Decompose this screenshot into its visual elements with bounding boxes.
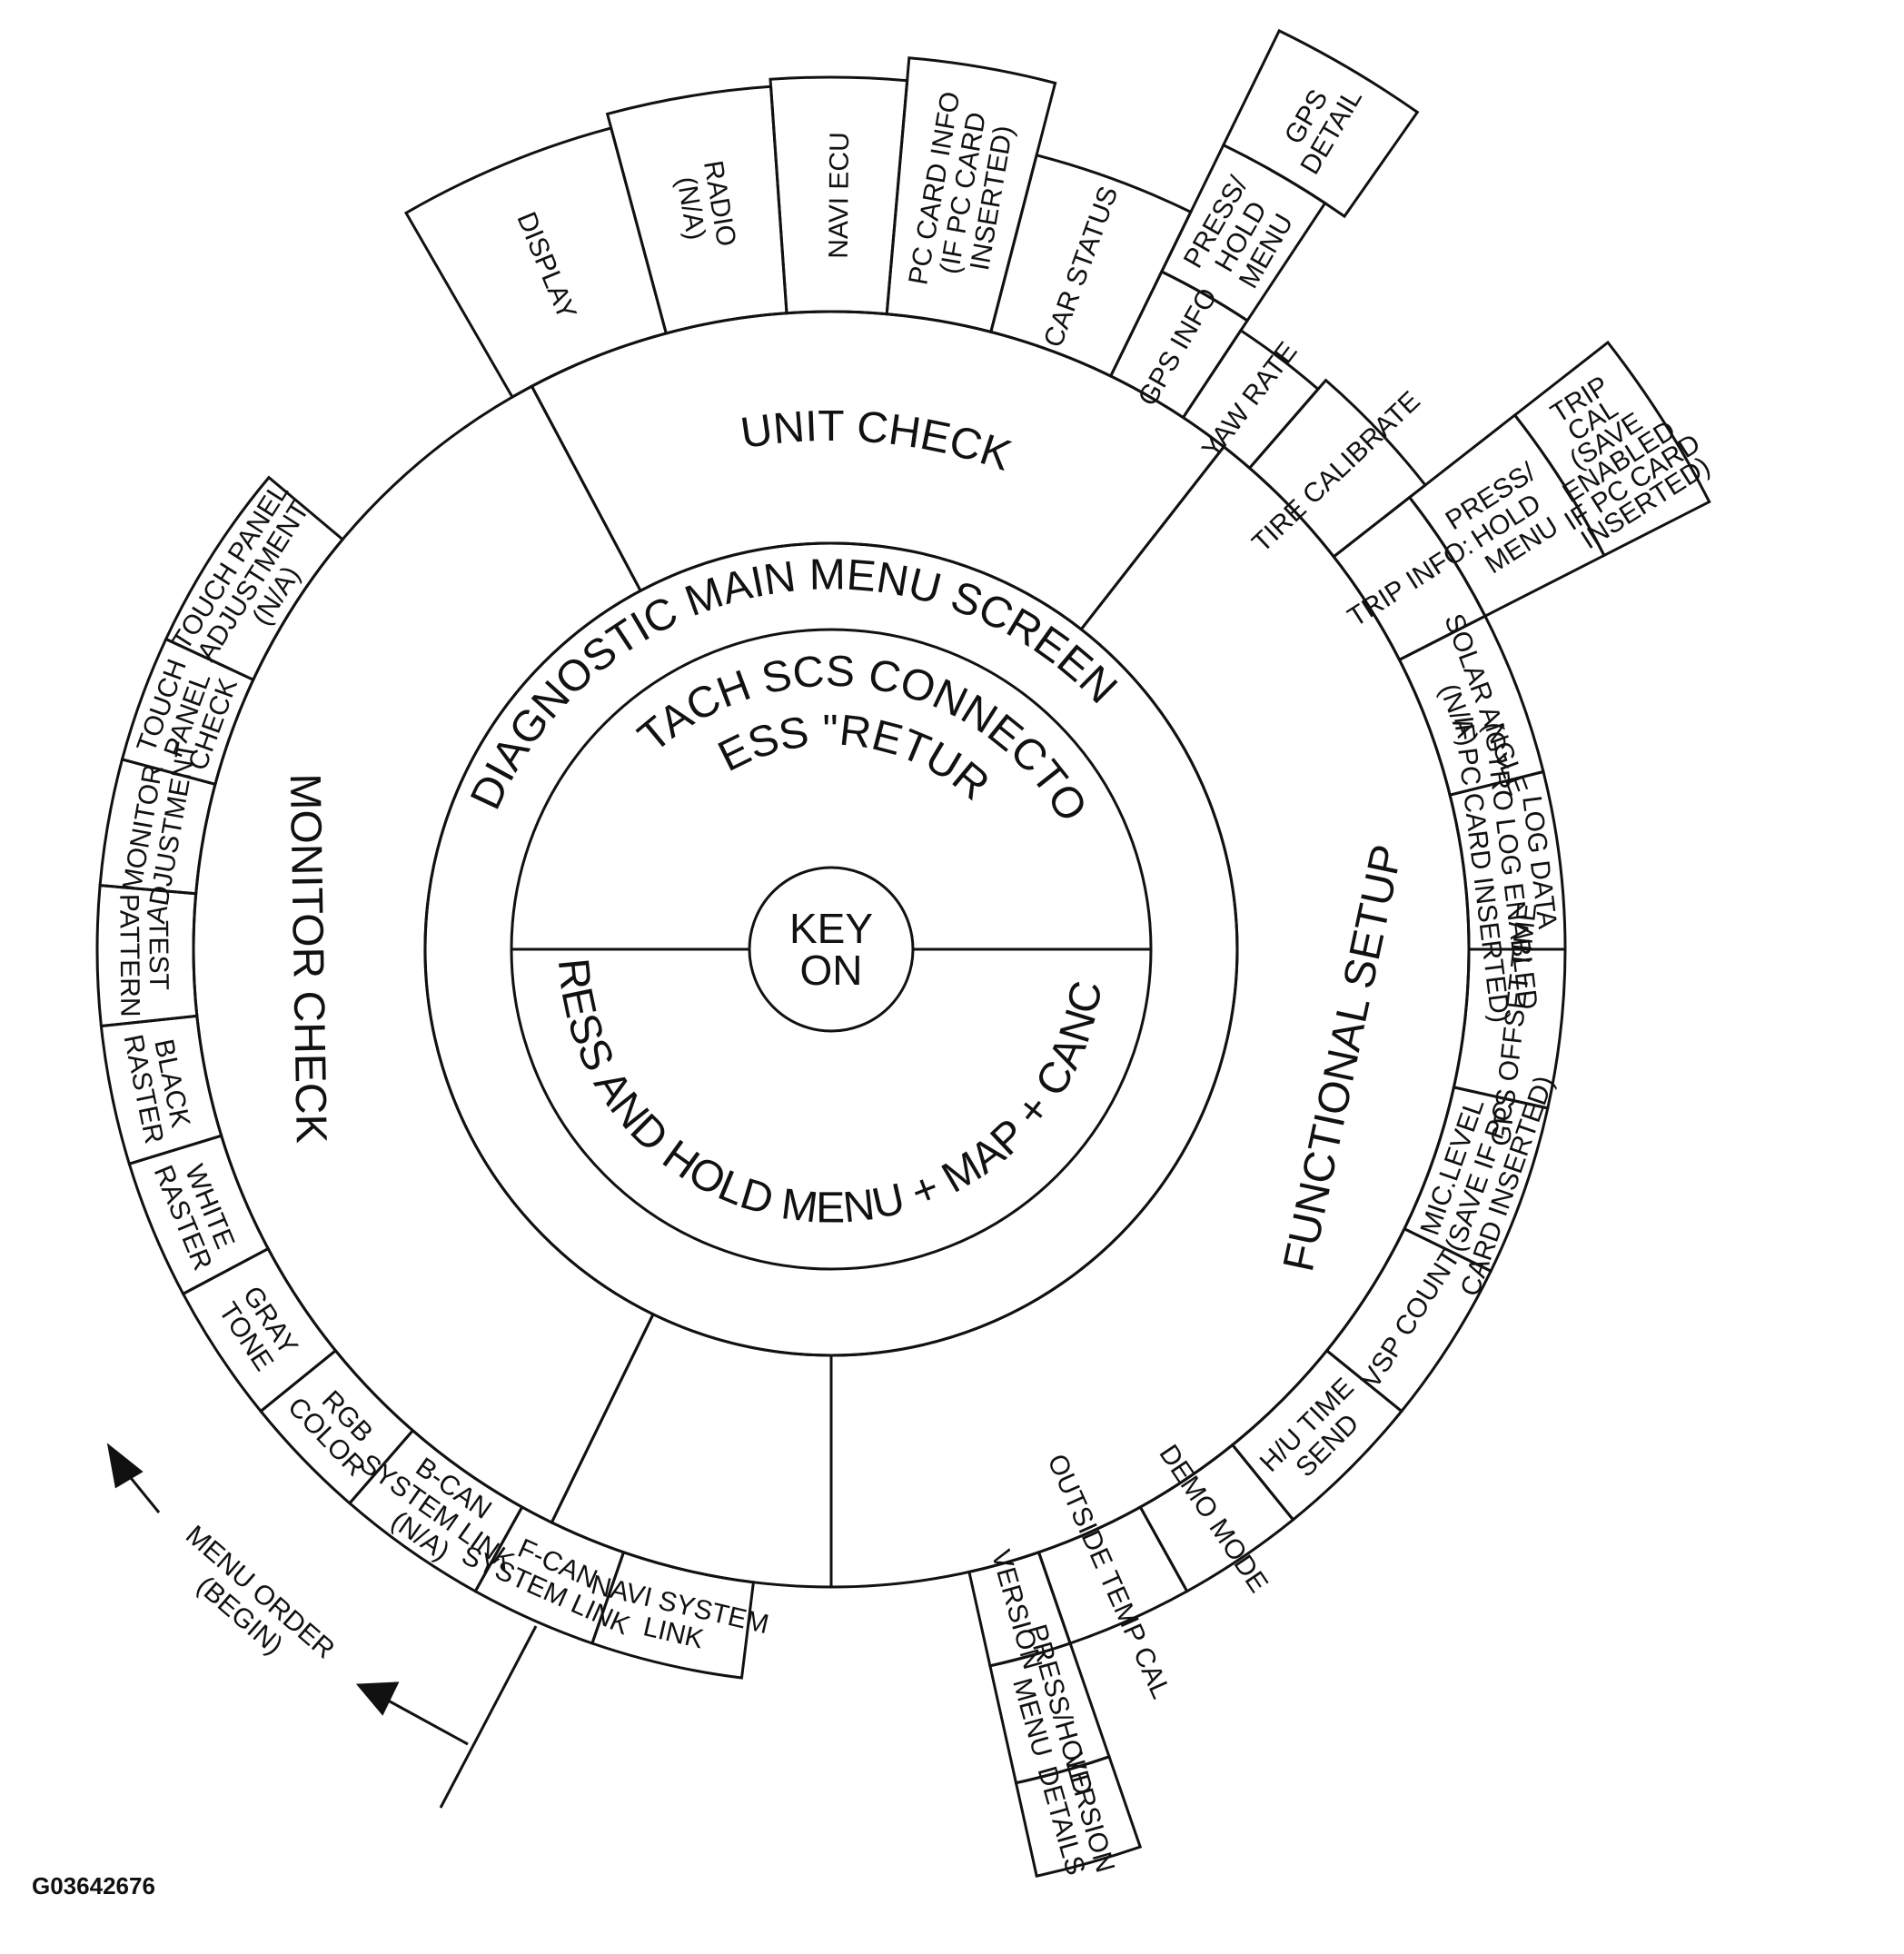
unit-check-label: UNIT CHECK	[738, 402, 1016, 481]
radio-label: RADIO(N/A)	[669, 158, 741, 253]
car-status-label: CAR STATUS	[1038, 183, 1124, 352]
begin-arrowhead	[106, 1443, 144, 1489]
pc-card-info-item	[885, 56, 1057, 334]
menu-order-arrowhead	[355, 1681, 400, 1716]
hu-time-send-label: H/U TIMESEND	[1254, 1373, 1381, 1499]
navi-ecu-label: NAVI ECU	[824, 132, 855, 259]
menu-order-tail-line	[439, 1625, 538, 1809]
gps-detail-label: GPSDETAIL	[1270, 69, 1368, 180]
gps-detail-item	[1221, 28, 1420, 219]
gps-press-hold-label: PRESS/HOLDMENU	[1178, 171, 1304, 302]
trip-cal-item	[1512, 340, 1711, 558]
gray-tone-label: GRAYTONE	[213, 1281, 303, 1376]
black-raster-label: BLACKRASTER	[118, 1027, 198, 1146]
touch-panel-check-label: TOUCHPANELCHECK	[132, 655, 244, 775]
vsp-count-label: VSP COUNT	[1355, 1244, 1466, 1394]
white-raster-label: WHITERASTER	[148, 1150, 245, 1275]
tire-calibrate-label: TIRE CALIBRATE	[1246, 386, 1426, 559]
demo-mode-label: DEMO MODE	[1153, 1440, 1274, 1599]
pc-card-info-label: PC CARD INFO(IF PC CARDINSERTED)	[903, 89, 1023, 296]
menu-order-label: MENU ORDER(BEGIN)	[160, 1520, 341, 1688]
version-details-item	[1014, 1754, 1143, 1878]
menu-order-arrow-line	[381, 1695, 469, 1746]
menu-order-arrows	[106, 1443, 538, 1809]
yaw-rate-label: YAW RATE	[1196, 336, 1304, 463]
functional-setup-label: FUNCTIONAL SETUP	[1274, 840, 1412, 1275]
test-pattern-label: TESTPATTERN	[114, 894, 174, 1017]
link-sector	[550, 1312, 833, 1589]
monitor-check-label: MONITOR CHECK	[281, 773, 335, 1144]
touch-panel-adjustment-label: TOUCH PANELADJUSTMENT(N/A)	[166, 478, 341, 685]
display-label: DISPLAY	[511, 208, 581, 324]
begin-arrow-line	[125, 1473, 161, 1513]
diagram-structure	[95, 28, 1711, 1878]
version-details-label: VERSIONDETAILS	[1030, 1750, 1120, 1884]
figure-id: G03642676	[32, 1872, 155, 1899]
mic-level-label: MIC.LEVEL(SAVE IF PCCARD INSERTED)	[1400, 1053, 1560, 1300]
touch-panel-adjustment-item	[164, 475, 345, 682]
